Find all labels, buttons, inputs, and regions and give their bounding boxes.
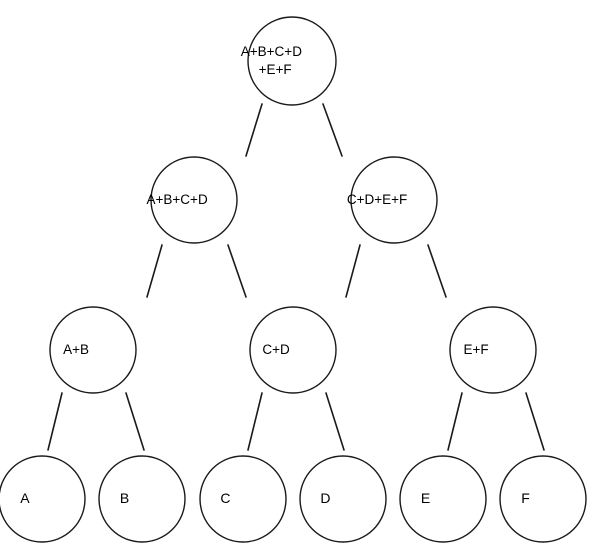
node-circle-leaf-d [299, 455, 387, 543]
tree-node-root[interactable]: A+B+C+D +E+F [241, 16, 343, 106]
node-circle-leaf-e [399, 455, 487, 543]
node-circle-root [247, 16, 337, 106]
node-circle-leaf-a [0, 455, 86, 543]
edge-group [47, 103, 545, 451]
tree-node-leaf-c[interactable]: C [199, 455, 287, 543]
edge-ef-to-e [447, 392, 463, 451]
node-circle-abcd [150, 156, 238, 244]
edge-cdef-to-ef [427, 244, 447, 298]
edge-abcd-to-cd [227, 244, 247, 298]
tree-node-leaf-a[interactable]: A [0, 455, 86, 543]
tree-node-abcd[interactable]: A+B+C+D [147, 156, 242, 244]
node-group: A+B+C+D +E+F A+B+C+D C+D+E+F A+B [0, 16, 587, 543]
node-circle-ef [449, 306, 537, 394]
node-circle-ab [49, 306, 137, 394]
node-label-leaf-c: C [220, 490, 265, 506]
tree-node-leaf-b[interactable]: B [98, 455, 186, 543]
node-label-leaf-e: E [421, 490, 465, 506]
node-label-cd: C+D [262, 342, 323, 357]
node-label-root: A+B+C+D +E+F [241, 44, 343, 77]
tree-node-ab[interactable]: A+B [49, 306, 137, 394]
edge-root-to-cdef [322, 103, 343, 157]
node-label-leaf-a: A [20, 490, 64, 506]
edge-cdef-to-cd [345, 244, 361, 298]
tree-node-cd[interactable]: C+D [249, 306, 337, 394]
node-circle-leaf-b [98, 455, 186, 543]
node-label-leaf-d: D [320, 490, 365, 506]
tree-node-leaf-f[interactable]: F [499, 455, 587, 543]
node-circle-cd [249, 306, 337, 394]
edge-cd-to-c [247, 392, 263, 451]
edge-root-to-abcd [245, 103, 263, 157]
edge-ab-to-a [47, 392, 63, 451]
node-label-abcd: A+B+C+D [147, 192, 242, 207]
edge-cd-to-d [325, 392, 345, 451]
node-label-leaf-f: F [521, 490, 565, 506]
node-label-cdef: C+D+E+F [347, 192, 441, 207]
edge-ef-to-f [525, 392, 545, 451]
node-circle-leaf-c [199, 455, 287, 543]
tree-node-cdef[interactable]: C+D+E+F [347, 156, 441, 244]
node-label-leaf-b: B [120, 490, 164, 506]
node-circle-cdef [350, 156, 438, 244]
node-label-ab: A+B [63, 342, 123, 357]
edge-abcd-to-ab [146, 244, 163, 298]
edge-ab-to-b [125, 392, 145, 451]
tree-node-leaf-d[interactable]: D [299, 455, 387, 543]
node-label-ef: E+F [464, 342, 523, 357]
node-circle-leaf-f [499, 455, 587, 543]
tree-node-ef[interactable]: E+F [449, 306, 537, 394]
tree-node-leaf-e[interactable]: E [399, 455, 487, 543]
